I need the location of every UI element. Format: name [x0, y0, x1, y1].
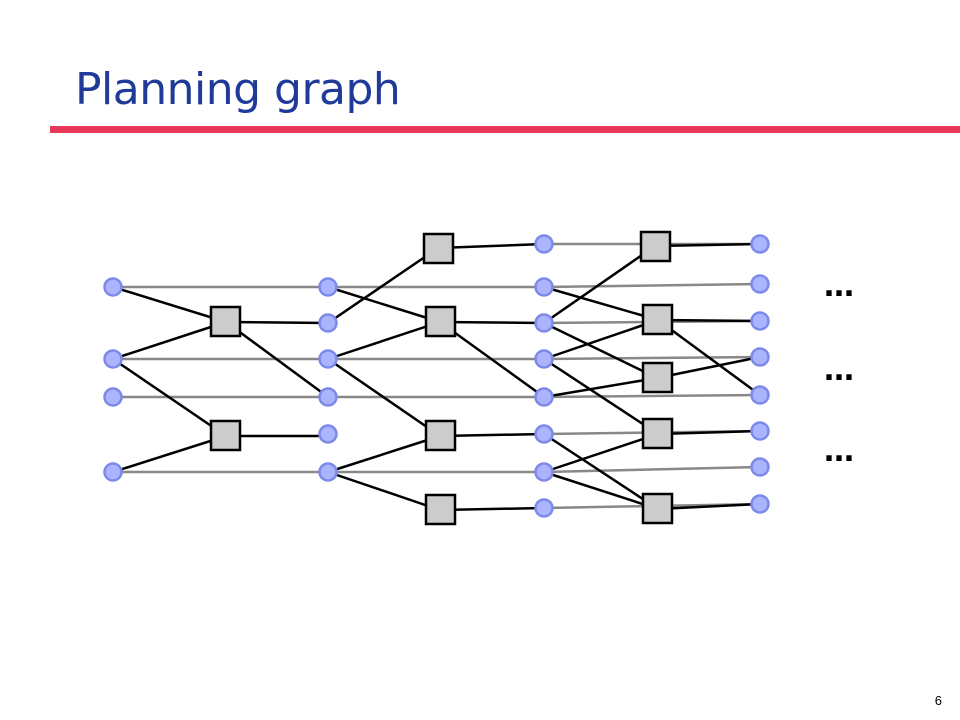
precondition-edge: [543, 285, 659, 322]
proposition-node: [534, 387, 554, 407]
proposition-node: [750, 457, 770, 477]
proposition-node: [103, 462, 123, 482]
precondition-edge: [327, 246, 439, 325]
continuation-ellipsis: …: [824, 434, 856, 469]
action-node: [424, 419, 457, 452]
effect-edge: [657, 318, 761, 397]
action-node: [209, 305, 242, 338]
action-node: [641, 303, 674, 336]
proposition-node: [103, 277, 123, 297]
effect-edge: [439, 320, 545, 399]
continuation-ellipsis: …: [824, 269, 856, 304]
proposition-node: [103, 349, 123, 369]
continuation-ellipsis: …: [824, 353, 856, 388]
precondition-edge: [327, 285, 441, 324]
precondition-edge: [543, 244, 656, 325]
effect-edge: [657, 429, 761, 436]
page-number: 6: [934, 693, 942, 708]
effect-edge: [225, 320, 329, 399]
proposition-node: [750, 385, 770, 405]
slide-title: Planning graph: [75, 64, 401, 115]
effect-edge: [543, 376, 658, 399]
precondition-edge: [543, 432, 659, 511]
action-nodes: [209, 230, 674, 526]
precondition-edge: [327, 470, 441, 512]
proposition-nodes: [103, 234, 770, 518]
proposition-node: [103, 387, 123, 407]
proposition-node: [750, 347, 770, 367]
action-node: [641, 417, 674, 450]
action-node: [424, 305, 457, 338]
effect-edge: [439, 506, 545, 512]
proposition-node: [534, 277, 554, 297]
proposition-node: [750, 311, 770, 331]
precondition-edge: [112, 320, 227, 361]
proposition-node: [534, 462, 554, 482]
effect-edge: [656, 355, 761, 380]
precondition-edge: [543, 470, 659, 511]
precondition-edge: [112, 357, 227, 438]
proposition-node: [318, 387, 338, 407]
precondition-edge: [112, 285, 227, 324]
precondition-edge: [543, 357, 659, 436]
precondition-edge: [327, 434, 441, 474]
persistence-edge: [543, 355, 761, 361]
precondition-edge: [112, 434, 227, 474]
action-node: [422, 232, 455, 265]
precondition-edge: [327, 320, 441, 361]
proposition-node: [534, 498, 554, 518]
persistence-edge: [543, 465, 761, 474]
effect-edge: [225, 320, 329, 325]
effect-edge: [439, 432, 545, 438]
effect-edge: [437, 242, 545, 250]
persistence-edge: [543, 393, 761, 399]
proposition-node: [534, 234, 554, 254]
action-node: [424, 493, 457, 526]
proposition-node: [750, 421, 770, 441]
proposition-node: [318, 424, 338, 444]
action-node: [641, 361, 674, 394]
action-node: [641, 492, 674, 525]
effect-edge: [439, 320, 545, 325]
proposition-node: [534, 424, 554, 444]
proposition-node: [750, 274, 770, 294]
action-node: [639, 230, 672, 263]
persistence-edge: [543, 282, 761, 289]
proposition-node: [318, 313, 338, 333]
proposition-node: [750, 494, 770, 514]
proposition-node: [534, 313, 554, 333]
proposition-node: [318, 462, 338, 482]
proposition-node: [318, 277, 338, 297]
precondition-edge: [543, 318, 659, 361]
proposition-node: [318, 349, 338, 369]
proposition-node: [534, 349, 554, 369]
title-underline: [50, 126, 960, 133]
action-node: [209, 419, 242, 452]
precondition-edge: [327, 357, 441, 438]
proposition-node: [750, 234, 770, 254]
precondition-edge: [543, 321, 658, 380]
precondition-edge: [543, 432, 659, 474]
effect-edge: [657, 318, 761, 323]
effect-edge: [657, 502, 761, 511]
action-edges: [112, 242, 761, 512]
effect-edge: [654, 242, 761, 248]
